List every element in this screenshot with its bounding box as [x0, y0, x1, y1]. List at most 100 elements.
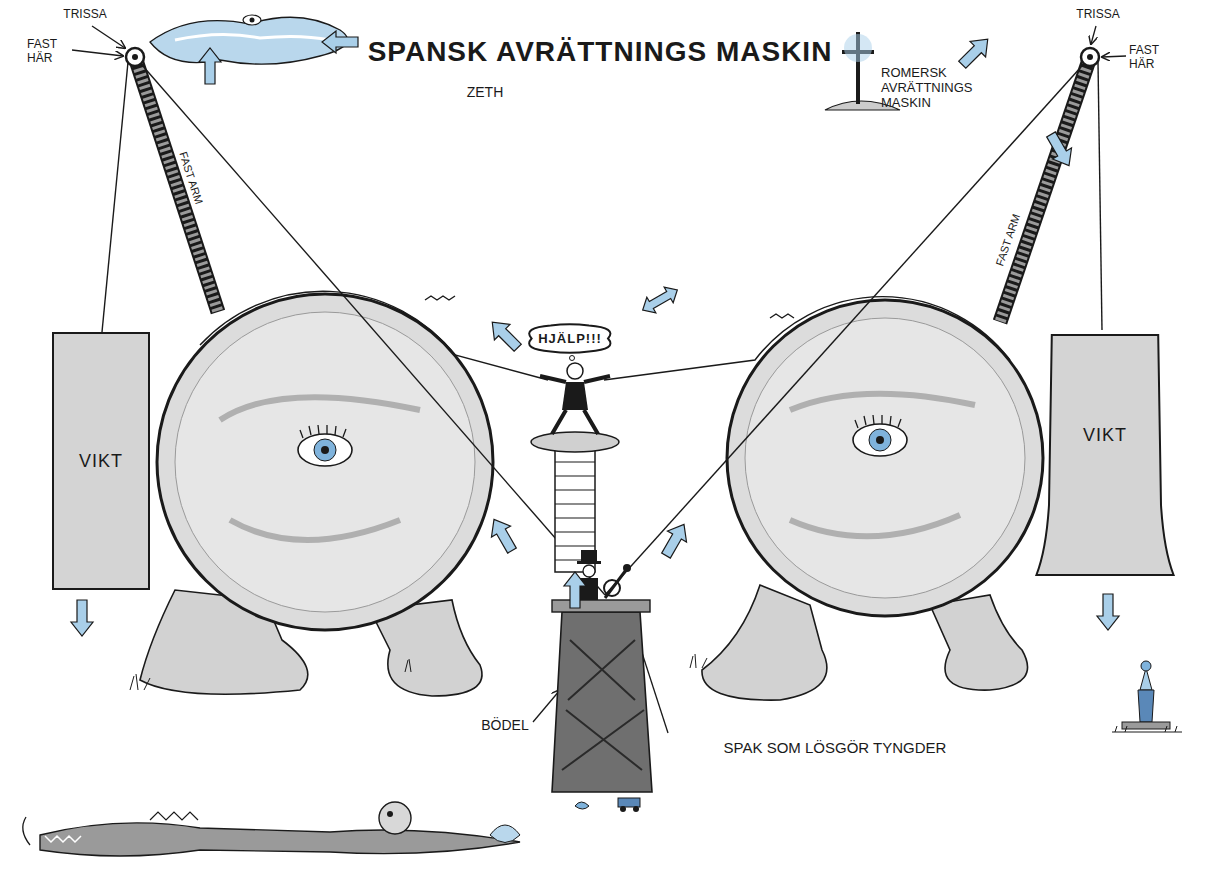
motion-arrow [71, 600, 93, 636]
wheel-eye [298, 425, 352, 466]
rope [604, 297, 1010, 380]
executioner-tower [581, 550, 597, 562]
part-name: SPAK SOM LÖSGÖR TYNGDER [724, 739, 947, 756]
fixed-arm [135, 57, 218, 312]
wheel-eye [869, 429, 891, 451]
part-name: FAST HÄR [27, 38, 69, 66]
executioner-tower [577, 561, 601, 564]
pulley [1081, 48, 1099, 66]
motion-arrow [484, 314, 525, 355]
node-text: VIKT [79, 451, 123, 472]
executioner-tower [552, 600, 650, 612]
motion-arrow [564, 572, 586, 608]
pulley [1087, 54, 1093, 60]
cross-on-hill [844, 34, 872, 62]
wheel-eye [300, 425, 346, 438]
rope [200, 291, 548, 380]
wheel-eye [321, 446, 329, 454]
leader-line [72, 50, 123, 56]
speech-bubble-outline [529, 324, 610, 353]
part-name: TRISSA [63, 8, 106, 22]
weight-block: VIKT [1035, 330, 1175, 580]
statue-figure [1141, 661, 1151, 671]
motion-arrow [1041, 129, 1078, 171]
executioner-tower [562, 640, 644, 770]
fixed-arm [1000, 57, 1090, 322]
rope [425, 296, 455, 300]
part-name: BÖDEL [481, 717, 528, 733]
motion-arrow [656, 519, 693, 561]
node-text: VIKT [1083, 425, 1127, 446]
motion-arrow [638, 282, 682, 318]
left-wheel [220, 397, 420, 540]
ground-doodles [620, 806, 626, 812]
victim-figure [562, 382, 588, 410]
fixed-arm [135, 57, 1090, 322]
node-text: HJÄLP!!! [538, 331, 602, 346]
executioner-tower [623, 564, 631, 572]
ground-doodles [633, 806, 639, 812]
cloud [150, 15, 348, 64]
feet [702, 585, 827, 700]
weight-block: VIKT [52, 332, 150, 590]
cloud [250, 18, 255, 23]
fixed-arm [135, 57, 218, 312]
right-wheel [727, 300, 1043, 616]
platform [555, 462, 595, 560]
rope [770, 314, 794, 318]
executioner-tower [583, 565, 595, 577]
right-wheel [745, 318, 1025, 598]
motion-arrow [322, 31, 358, 53]
ground-doodles [575, 802, 589, 809]
speech-bubble: HJÄLP!!! [522, 323, 618, 354]
left-wheel [157, 294, 493, 630]
wheel-eye [314, 439, 336, 461]
cloud [175, 34, 330, 40]
ground-doodles [575, 798, 640, 812]
statue-figure [1138, 690, 1154, 722]
rope [135, 57, 605, 595]
victim-figure [540, 376, 610, 382]
node-body: HJÄLP!!! [522, 323, 618, 354]
weight-block-outline [1035, 330, 1175, 580]
ground-doodles [618, 798, 640, 807]
crocodile-doodle [23, 802, 520, 856]
statue-figure [1122, 722, 1170, 729]
victim-figure [552, 410, 598, 434]
weight-block-outline [1036, 335, 1173, 575]
crocodile-doodle [40, 823, 520, 856]
victim-figure [567, 363, 583, 379]
crocodile-doodle [387, 811, 393, 817]
motion-arrow [1097, 594, 1119, 630]
executioner-tower [552, 550, 652, 792]
platform [531, 432, 619, 452]
wheel-eye [876, 436, 884, 444]
part-name: TRISSA [1076, 8, 1119, 22]
fixed-arm [1000, 57, 1090, 322]
crocodile-doodle [150, 812, 198, 820]
node-body: VIKT [1035, 310, 1175, 560]
executioner-tower [552, 612, 652, 792]
wheel-eye [855, 415, 901, 428]
feet [930, 595, 1028, 690]
note: ROMERSK AVRÄTTNINGS MASKIN [881, 66, 989, 111]
cloud [243, 15, 261, 25]
grass [130, 674, 150, 690]
rope [102, 62, 128, 332]
motion-arrow [199, 48, 221, 84]
statue-figure [1112, 726, 1182, 732]
part-name: FAST HÄR [1129, 44, 1171, 72]
wheel-eye [298, 434, 352, 466]
statue-figure [1112, 661, 1182, 732]
leader-line [1102, 56, 1126, 57]
left-wheel [157, 294, 493, 630]
victim-figure [540, 356, 610, 435]
crocodile-doodle [23, 817, 30, 845]
motion-arrow [954, 31, 995, 72]
drawing-title: SPANSK AVRÄTTNINGS MASKIN [368, 36, 833, 68]
pulley [132, 54, 138, 60]
rope [605, 57, 1090, 595]
